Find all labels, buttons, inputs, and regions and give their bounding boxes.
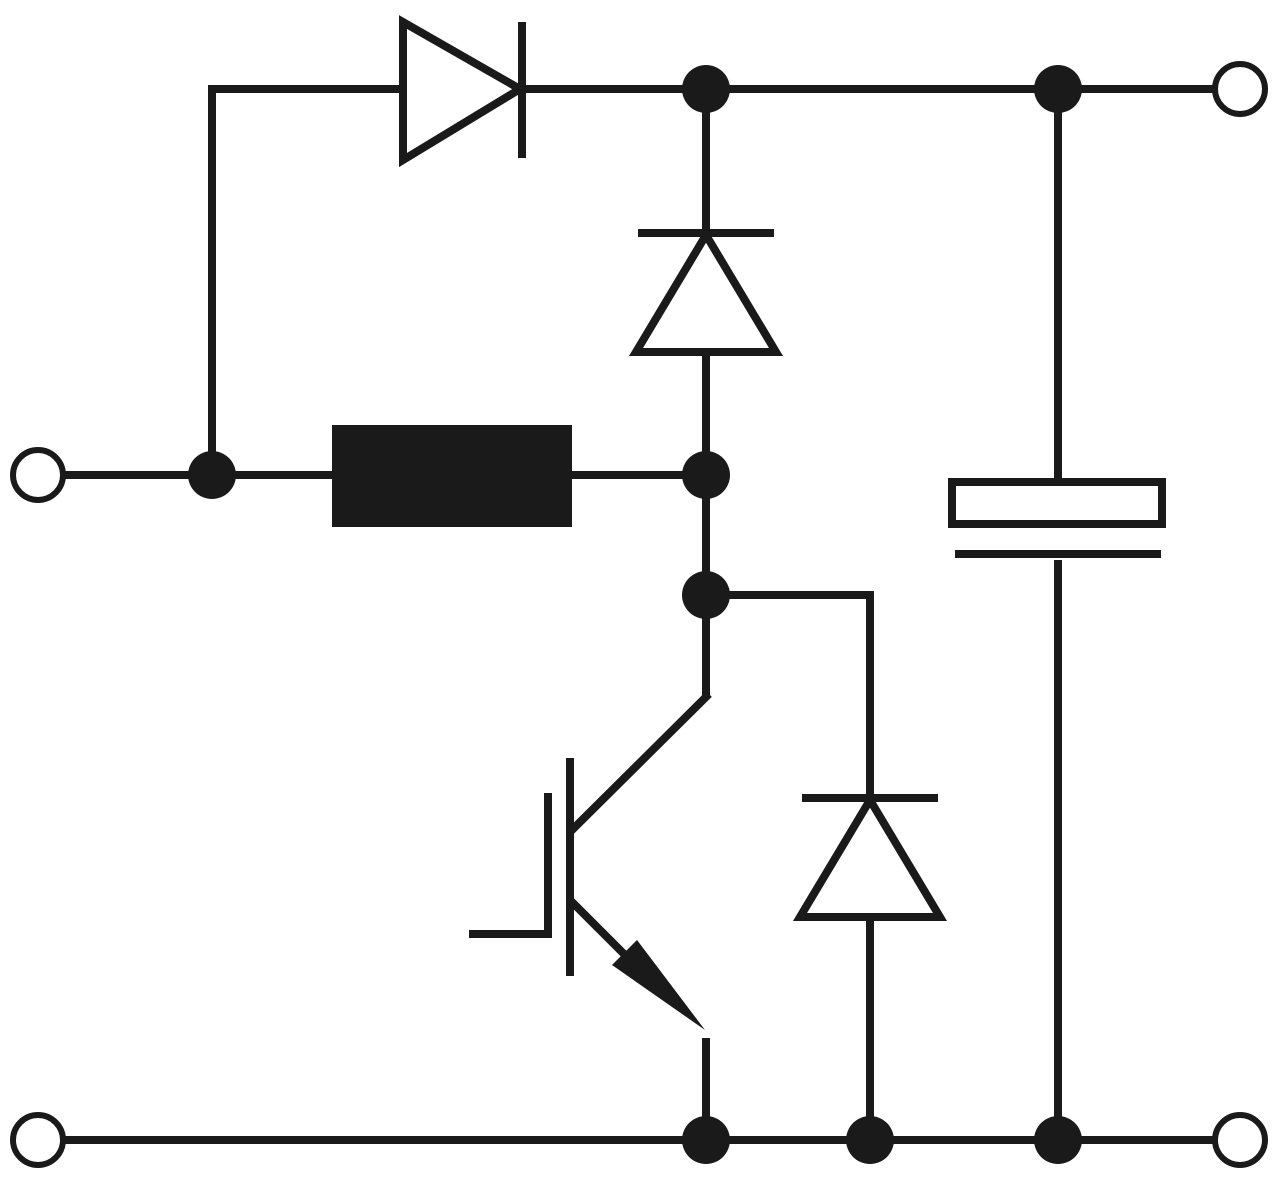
junction-dot [682,451,730,499]
junctions [188,65,1082,1164]
inductor [332,425,572,527]
junction-dot [682,1116,730,1164]
junction-dot [1034,1116,1082,1164]
junction-dot [188,451,236,499]
junction-dot [682,571,730,619]
terminal-output-negative [1212,1112,1268,1168]
emitter-arrow-icon [612,940,705,1030]
junction-dot [846,1116,894,1164]
capacitor [948,478,1166,558]
terminals [10,61,1268,1168]
igbt [469,691,712,1030]
junction-dot [1034,65,1082,113]
terminal-output-positive [1212,61,1268,117]
diode-freewheel [792,792,948,921]
junction-dot [682,65,730,113]
diode-top [399,15,528,168]
diode-vertical [628,227,784,356]
wires [62,85,1218,1144]
igbt-gate [469,793,552,938]
terminal-input-negative [10,1112,66,1168]
igbt-collector-lead [567,691,712,835]
terminal-input-positive [10,447,66,503]
